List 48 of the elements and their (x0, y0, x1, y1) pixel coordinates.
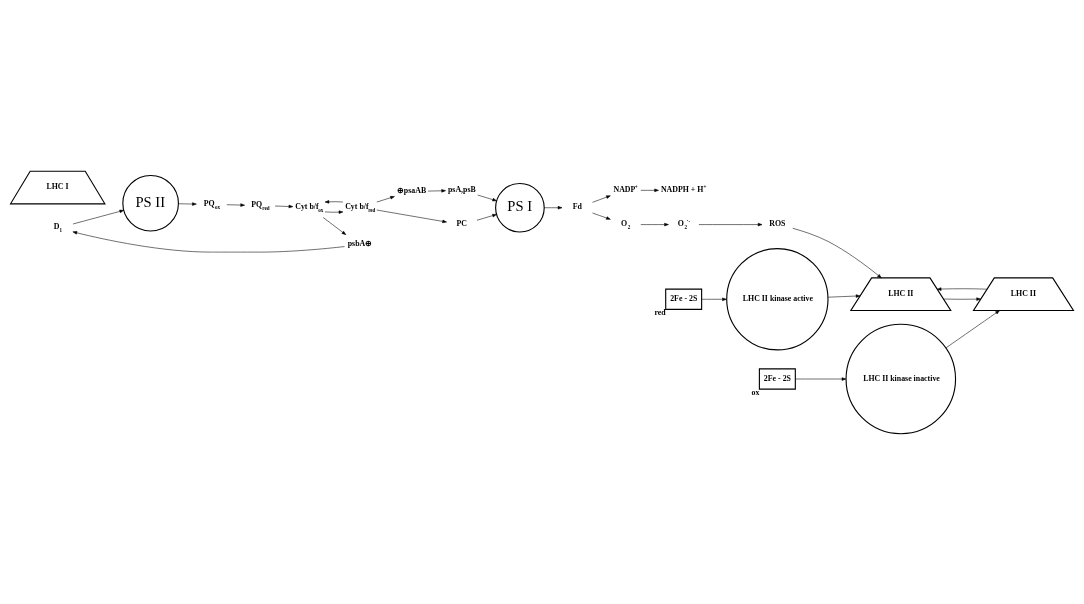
node-text: psA,psB (447, 184, 476, 194)
arrow (698, 222, 763, 226)
arrow (72, 209, 124, 224)
node-text: Fd (572, 201, 582, 211)
arrow (640, 188, 659, 192)
arrow (476, 213, 497, 221)
arrow (795, 376, 847, 381)
node-circle: LHC II kinase inactive (845, 323, 957, 434)
arrow (274, 204, 294, 208)
arrow (543, 205, 563, 209)
arrow (943, 297, 981, 301)
node-text: PQ$_{red}$ (251, 199, 270, 211)
node-label: red (654, 307, 666, 317)
arrow (322, 216, 347, 235)
node-text: NADPH + H$^{+}$ (660, 183, 707, 194)
arrow (376, 209, 447, 223)
node-text: D$_{1}$ (53, 221, 62, 233)
arrow (592, 212, 611, 220)
arrow (324, 210, 344, 214)
arrow (827, 293, 861, 298)
node-text: NADP$^{+}$ (613, 183, 638, 194)
node-text: ROS (769, 218, 786, 228)
arrow (936, 286, 988, 291)
node-label: ox (751, 387, 760, 397)
node-circle: PS I (495, 182, 545, 233)
node-text: O$_{2}$ (621, 218, 631, 230)
node-text: PQ$_{ox}$ (203, 198, 220, 210)
node-circle: PS II (122, 174, 179, 232)
arrow (178, 201, 197, 206)
arrow (640, 222, 669, 226)
node-text: Cyt b/f$_{ox}$ (295, 201, 324, 213)
node-text: Cyt b/f$_{red}$ (345, 201, 376, 213)
arrow (477, 194, 497, 201)
arrow (324, 199, 344, 203)
arrow (72, 230, 345, 252)
arrow (701, 297, 727, 301)
node-text: PC (456, 218, 467, 228)
node-box: 2Fe - 2S (758, 367, 796, 390)
arrow (945, 309, 1000, 348)
arrow (226, 202, 245, 207)
node-circle: LHC II kinase active (726, 247, 829, 350)
node-box: 2Fe - 2S (665, 288, 703, 310)
arrow (592, 194, 611, 203)
node-text: psbA⊕ (347, 238, 373, 248)
arrow (376, 195, 395, 202)
arrow (427, 188, 446, 192)
arrow (792, 227, 882, 278)
node-text: ⊕psaAB (396, 185, 427, 195)
